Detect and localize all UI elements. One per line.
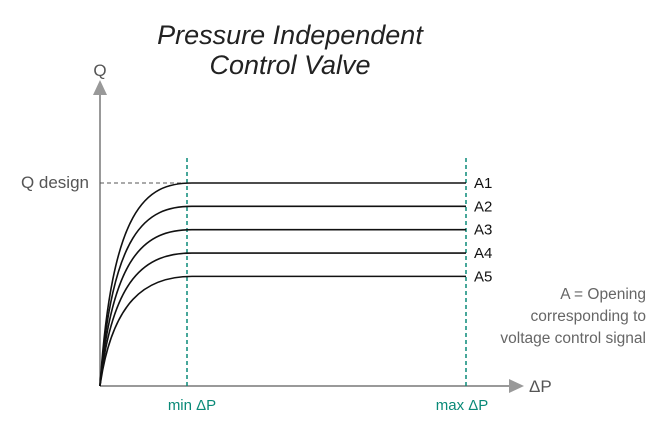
title-line-1: Pressure Independent	[157, 20, 424, 50]
title-line-2: Control Valve	[209, 50, 370, 80]
curve-label-a4: A4	[474, 245, 492, 262]
min-dp-label: min ΔP	[168, 397, 216, 414]
curve-a3	[99, 228, 466, 387]
x-axis-label: ΔP	[529, 377, 552, 396]
curve-a4	[99, 252, 466, 387]
curve-label-a1: A1	[474, 175, 492, 192]
y-axis-label: Q	[93, 61, 106, 80]
curve-label-a5: A5	[474, 268, 492, 285]
note-line-3: voltage control signal	[500, 330, 646, 347]
q-design-label: Q design	[21, 173, 89, 192]
curve-a1	[99, 182, 466, 387]
curve-a2	[99, 205, 466, 387]
curve-a5	[99, 275, 466, 387]
curve-label-a2: A2	[474, 198, 492, 215]
x-axis-arrow	[509, 379, 524, 393]
y-axis-arrow	[93, 80, 107, 95]
note-line-1: A = Opening	[560, 286, 646, 303]
curve-label-a3: A3	[474, 222, 492, 239]
max-dp-label: max ΔP	[436, 397, 489, 414]
note-line-2: corresponding to	[531, 308, 646, 325]
